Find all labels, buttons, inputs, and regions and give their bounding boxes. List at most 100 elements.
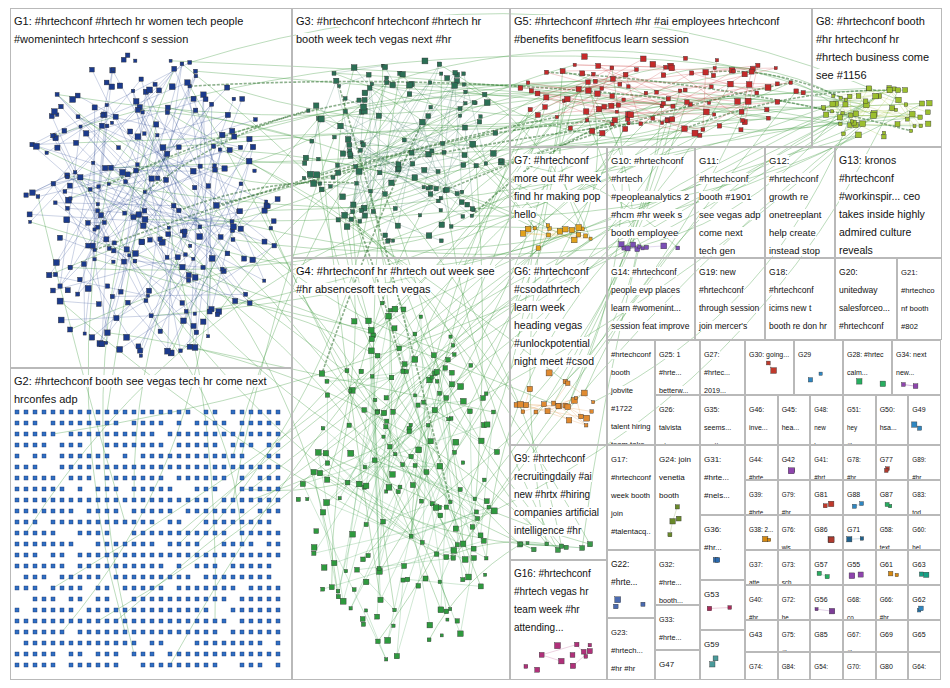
vertex xyxy=(557,229,562,234)
vertex xyxy=(231,630,235,634)
vertex xyxy=(360,208,364,212)
vertex xyxy=(96,641,100,645)
vertex xyxy=(439,222,445,228)
vertex xyxy=(853,111,858,116)
vertex xyxy=(105,476,109,480)
vertex xyxy=(103,165,108,170)
vertex xyxy=(231,520,235,524)
vertex xyxy=(240,465,244,469)
vertex xyxy=(267,575,271,579)
vertex xyxy=(350,531,356,537)
vertex xyxy=(238,145,242,149)
vertex xyxy=(24,542,28,546)
edge-curve xyxy=(167,112,565,381)
vertex xyxy=(544,95,549,100)
vertex xyxy=(105,597,109,601)
vertex xyxy=(204,619,208,623)
intra-edge xyxy=(437,372,463,580)
intra-edge xyxy=(695,101,748,133)
vertex xyxy=(661,73,666,78)
vertex xyxy=(392,239,395,242)
vertex xyxy=(390,472,396,478)
vertex xyxy=(123,564,127,568)
vertex xyxy=(24,487,28,491)
vertex xyxy=(458,107,462,111)
vertex xyxy=(177,531,181,535)
vertex xyxy=(123,520,127,524)
vertex xyxy=(105,641,109,645)
vertex xyxy=(903,88,908,93)
vertex xyxy=(590,128,595,133)
vertex xyxy=(99,341,105,347)
edge-curve xyxy=(429,544,520,639)
vertex xyxy=(492,410,496,414)
vertex xyxy=(231,542,235,546)
vertex xyxy=(96,564,100,568)
vertex xyxy=(451,344,454,347)
vertex xyxy=(312,551,316,555)
vertex xyxy=(362,213,367,218)
vertex xyxy=(401,463,405,467)
vertex xyxy=(134,168,139,173)
vertex xyxy=(169,59,172,62)
vertex xyxy=(24,410,28,414)
vertex xyxy=(69,663,73,667)
vertex xyxy=(276,454,280,458)
vertex xyxy=(123,630,127,634)
vertex xyxy=(69,652,73,656)
edge-curve xyxy=(190,14,899,100)
intra-edge xyxy=(570,66,670,128)
vertex xyxy=(247,136,252,141)
vertex xyxy=(191,323,196,328)
vertex xyxy=(114,520,118,524)
vertex xyxy=(177,619,181,623)
vertex xyxy=(213,476,217,480)
vertex xyxy=(894,108,897,111)
vertex xyxy=(107,183,110,186)
vertex xyxy=(132,553,136,557)
vertex xyxy=(159,619,163,623)
vertex xyxy=(405,577,410,582)
vertex xyxy=(584,234,588,238)
vertex xyxy=(402,564,407,569)
intra-edge xyxy=(413,103,466,164)
vertex xyxy=(132,641,136,645)
vertex xyxy=(717,124,721,128)
vertex xyxy=(168,498,172,502)
vertex xyxy=(105,586,109,590)
vertex xyxy=(168,465,172,469)
vertex xyxy=(132,564,136,568)
edge-curve xyxy=(212,112,707,309)
vertex xyxy=(267,454,271,458)
vertex xyxy=(60,509,64,513)
vertex xyxy=(60,465,64,469)
vertex xyxy=(195,663,199,667)
vertex xyxy=(322,565,328,571)
vertex xyxy=(87,575,91,579)
vertex xyxy=(465,202,470,207)
vertex xyxy=(33,542,37,546)
vertex xyxy=(165,348,171,354)
vertex xyxy=(184,309,188,313)
vertex xyxy=(160,145,166,151)
vertex xyxy=(15,509,19,513)
vertex xyxy=(610,66,614,70)
vertex xyxy=(383,192,388,197)
vertex xyxy=(96,302,101,307)
vertex xyxy=(33,509,37,513)
vertex xyxy=(240,531,244,535)
intra-edge xyxy=(531,91,611,106)
vertex xyxy=(55,145,60,150)
vertex xyxy=(913,125,916,128)
intra-edge xyxy=(441,373,452,610)
vertex xyxy=(78,663,82,667)
vertex xyxy=(615,110,618,113)
intra-edge xyxy=(424,402,449,419)
vertex xyxy=(105,520,109,524)
vertex xyxy=(484,162,487,165)
vertex xyxy=(222,509,226,513)
vertex xyxy=(345,369,349,373)
vertex xyxy=(240,476,244,480)
vertex xyxy=(141,531,145,535)
vertex xyxy=(63,190,67,194)
